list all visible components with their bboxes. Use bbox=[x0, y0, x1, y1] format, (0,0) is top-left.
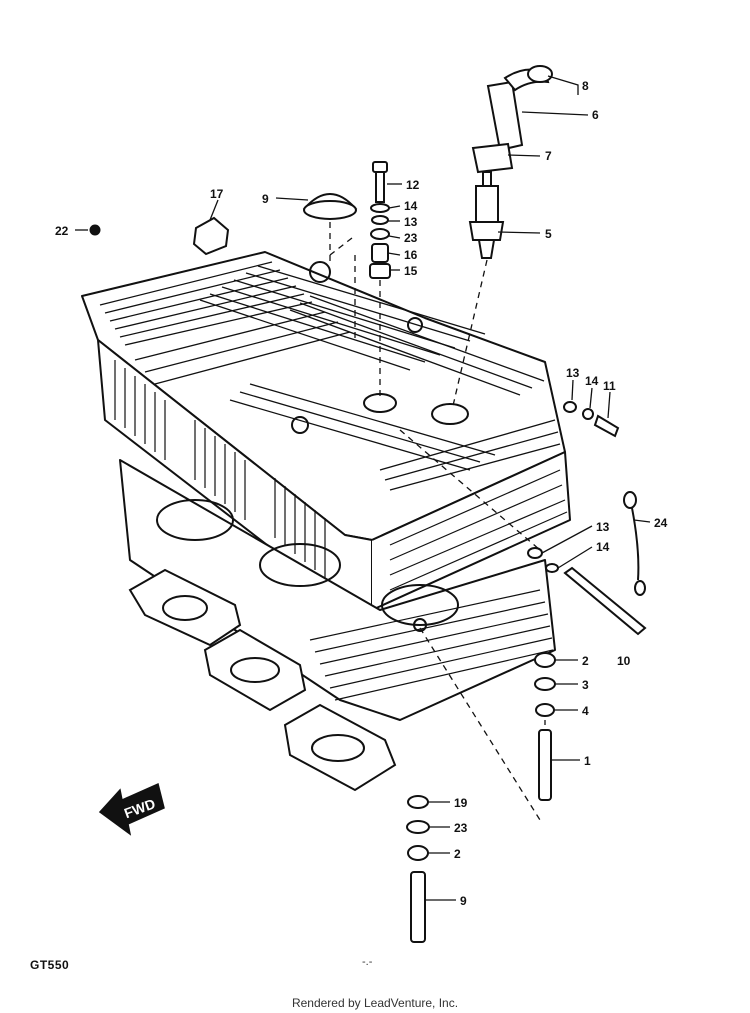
footer-credit: Rendered by LeadVenture, Inc. bbox=[291, 996, 459, 1010]
nut-washer-stack-19-23-2[interactable] bbox=[406, 795, 430, 861]
callout-1: 1 bbox=[584, 754, 591, 768]
fwd-arrow: FWD bbox=[98, 782, 165, 836]
plug-22[interactable] bbox=[89, 224, 101, 236]
callout-11: 11 bbox=[603, 379, 616, 393]
callout-19: 19 bbox=[454, 796, 468, 810]
callout-13: 13 bbox=[404, 215, 418, 229]
wire-24[interactable] bbox=[623, 491, 646, 596]
spark-plug[interactable] bbox=[468, 171, 505, 259]
callout-7: 7 bbox=[545, 149, 552, 163]
callout-14: 14 bbox=[585, 374, 599, 388]
callout-13: 13 bbox=[566, 366, 580, 380]
assembly-lines bbox=[329, 222, 546, 821]
callout-10: 10 bbox=[617, 654, 631, 668]
page-mark: -.- bbox=[362, 956, 373, 968]
stud-bolt-10[interactable] bbox=[563, 566, 647, 636]
callout-16: 16 bbox=[404, 248, 418, 262]
callout-14: 14 bbox=[404, 199, 418, 213]
bolt-11-group[interactable] bbox=[563, 401, 620, 438]
washer-stack-14-13-23[interactable] bbox=[370, 203, 390, 240]
callout-23: 23 bbox=[454, 821, 468, 835]
bolt-12[interactable] bbox=[372, 161, 388, 203]
stud-9[interactable] bbox=[410, 871, 426, 943]
callout-4: 4 bbox=[582, 704, 589, 718]
head-gaskets[interactable] bbox=[128, 568, 397, 792]
callout-15: 15 bbox=[404, 264, 418, 278]
callout-2: 2 bbox=[454, 847, 461, 861]
callout-17: 17 bbox=[210, 187, 224, 201]
stud-1[interactable] bbox=[538, 729, 552, 801]
callout-6: 6 bbox=[592, 108, 599, 122]
callout-2: 2 bbox=[582, 654, 589, 668]
callout-12: 12 bbox=[406, 178, 420, 192]
sleeve-16-15[interactable] bbox=[369, 243, 391, 279]
callout-8: 8 bbox=[582, 79, 589, 93]
callout-5: 5 bbox=[545, 227, 552, 241]
rubber-17[interactable] bbox=[192, 216, 230, 256]
callout-labels: 8 6 7 12 14 13 23 16 15 5 9 17 22 13 14 … bbox=[55, 79, 668, 908]
callout-23: 23 bbox=[404, 231, 418, 245]
leader-lines bbox=[75, 75, 651, 901]
callout-9: 9 bbox=[262, 192, 269, 206]
callout-13: 13 bbox=[596, 520, 610, 534]
callout-24: 24 bbox=[654, 516, 668, 530]
callout-9: 9 bbox=[460, 894, 467, 908]
model-label: GT550 bbox=[30, 958, 70, 972]
spark-plug-cap[interactable] bbox=[471, 65, 553, 174]
nut-washer-stack-2-3-4[interactable] bbox=[534, 652, 556, 717]
callout-3: 3 bbox=[582, 678, 589, 692]
cap-nut-9[interactable] bbox=[302, 193, 358, 220]
callout-22: 22 bbox=[55, 224, 69, 238]
callout-14: 14 bbox=[596, 540, 610, 554]
